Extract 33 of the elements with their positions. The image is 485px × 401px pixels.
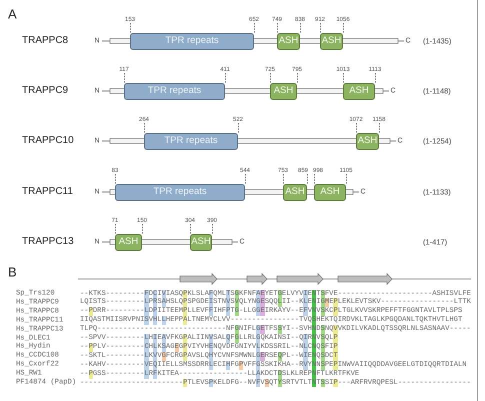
ash-domain-box (190, 234, 212, 250)
ash-domain-box (343, 82, 375, 100)
domain-label: TPR repeats (164, 136, 218, 146)
ash-domain-box (115, 234, 142, 250)
protein-name: TRAPPC13 (22, 237, 74, 247)
domain-label: ASH (274, 86, 294, 96)
protein-name: TRAPPC11 (22, 187, 73, 197)
domain-label: TPR repeats (153, 187, 207, 197)
tpr-domain-box (144, 132, 238, 150)
tpr-domain-box (115, 184, 245, 200)
domain-label: ASH (358, 136, 378, 146)
domain-label: ASH (278, 36, 298, 46)
domain-label: ASH (322, 36, 342, 46)
domain-label: ASH (285, 187, 305, 197)
domain-label: ASH (191, 237, 211, 247)
ash-domain-box (277, 32, 300, 50)
domain-label: ASH (118, 237, 138, 247)
ash-domain-box (314, 184, 346, 200)
protein-name: TRAPPC9 (22, 86, 68, 96)
panel-letter: A (8, 8, 17, 20)
ash-domain-box (270, 82, 297, 100)
ash-domain-box (356, 132, 379, 150)
domain-label: ASH (320, 187, 340, 197)
protein-name: TRAPPC10 (22, 136, 74, 146)
domain-label: TPR repeats (148, 86, 202, 96)
domain-label: TPR repeats (165, 36, 219, 46)
ash-domain-box (283, 184, 307, 200)
ash-domain-box (320, 32, 343, 50)
domain-label: ASH (349, 86, 369, 96)
tpr-domain-box (124, 82, 225, 100)
tpr-domain-box (130, 32, 254, 50)
protein-name: TRAPPC8 (22, 36, 68, 46)
panel-letter: B (8, 266, 17, 278)
